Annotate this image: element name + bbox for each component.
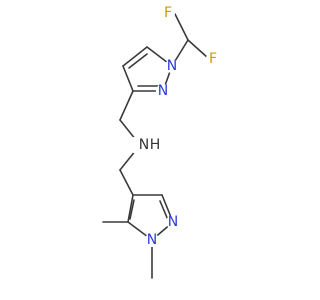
fluorine-atom-2: F — [209, 51, 217, 67]
methyl-groups — [102, 221, 153, 279]
double-bond-inner — [128, 53, 148, 69]
ring-nitrogen-1: N — [167, 58, 177, 74]
bond — [119, 90, 134, 121]
atom-labels: F F N N N H N N — [133, 5, 220, 248]
bond — [174, 13, 189, 41]
ring-nitrogen-3: N — [168, 214, 178, 230]
bond — [127, 194, 134, 223]
bond — [122, 65, 134, 92]
bond — [119, 169, 134, 196]
difluoromethyl-group — [171, 13, 209, 67]
fluorine-atom-1: F — [164, 5, 172, 21]
ring-nitrogen-2: N — [158, 83, 168, 99]
molecule-structure: F F N N N H N N — [102, 5, 220, 279]
double-bond-inner — [129, 199, 135, 220]
ring-nitrogen-4: N — [147, 232, 157, 248]
amine-hydrogen: H — [150, 137, 161, 153]
double-bond-inner — [159, 200, 169, 221]
amine-nitrogen: N — [139, 137, 149, 153]
bond — [187, 39, 209, 59]
bond — [122, 46, 148, 67]
